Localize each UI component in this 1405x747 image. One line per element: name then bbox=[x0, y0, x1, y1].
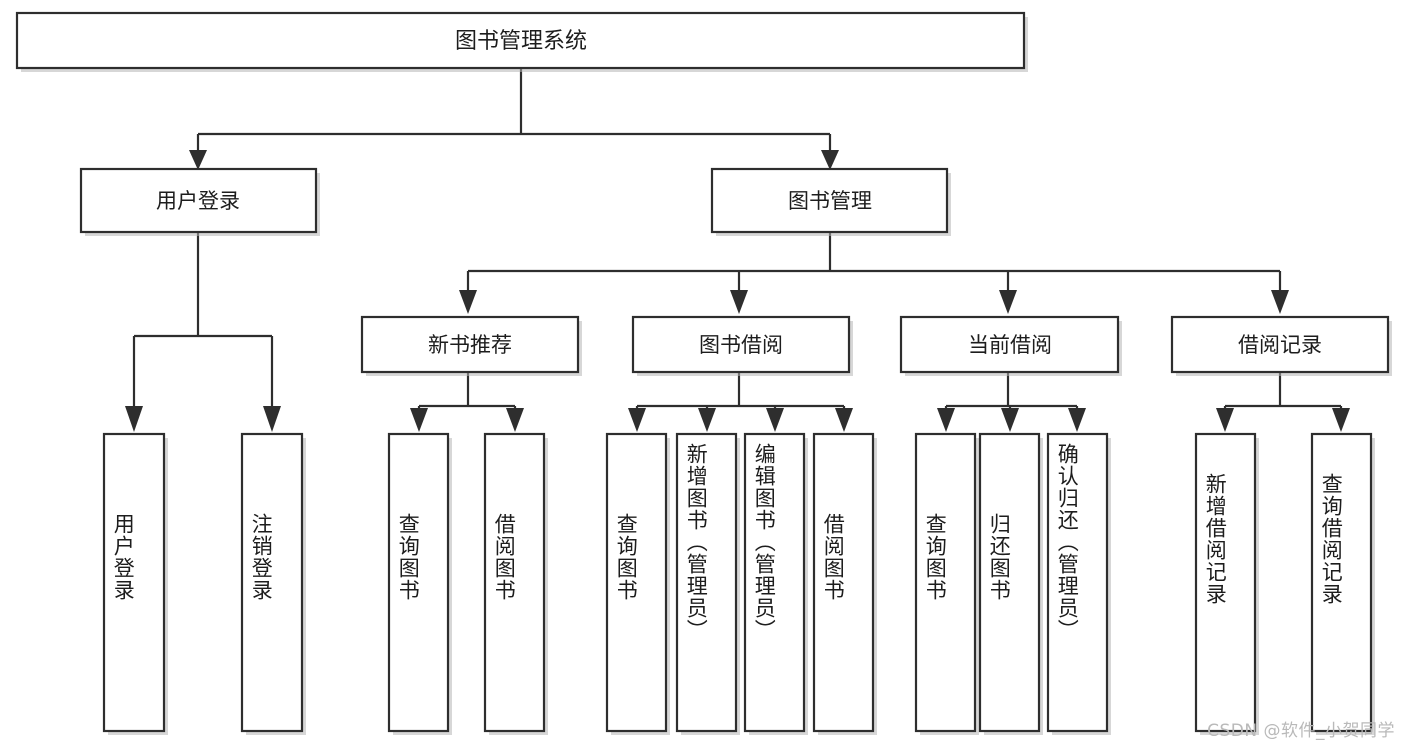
connector-layer bbox=[125, 68, 1350, 432]
arrow-head-leaf-add-book bbox=[698, 408, 716, 432]
node-leaf-borrow-book-2-box[interactable] bbox=[812, 432, 875, 733]
node-new-book-rec-label: 新书推荐 bbox=[428, 333, 512, 357]
node-borrow-record-label: 借阅记录 bbox=[1238, 333, 1322, 357]
node-leaf-return-book-box[interactable] bbox=[978, 432, 1041, 733]
arrow-head-user-login bbox=[189, 150, 207, 170]
node-current-borrow-box[interactable] bbox=[899, 315, 1120, 374]
arrow-head-leaf-borrow-book-1 bbox=[506, 408, 524, 432]
arrow-head-leaf-return-book bbox=[1001, 408, 1019, 432]
csdn-watermark: CSDN @软件_小贺同学 bbox=[1207, 721, 1395, 741]
node-layer: 图书管理系统 用户登录 图书管理 新书推荐 图书借阅 当前借阅 借阅记录 bbox=[15, 11, 1392, 735]
arrow-head-book-borrow bbox=[730, 290, 748, 314]
node-leaf-add-record-box[interactable] bbox=[1194, 432, 1257, 733]
node-root-box[interactable] bbox=[15, 11, 1026, 70]
node-leaf-query-book-3-box[interactable] bbox=[914, 432, 977, 733]
node-leaf-user-login-box[interactable] bbox=[102, 432, 166, 733]
node-leaf-edit-book-box[interactable] bbox=[743, 432, 806, 733]
arrow-head-borrow-record bbox=[1271, 290, 1289, 314]
arrow-head-book-manage bbox=[821, 150, 839, 170]
node-new-book-rec-box[interactable] bbox=[360, 315, 580, 374]
node-leaf-confirm-return-box[interactable] bbox=[1046, 432, 1109, 733]
node-leaf-logout-box[interactable] bbox=[240, 432, 304, 733]
arrow-head-leaf-query-record bbox=[1332, 408, 1350, 432]
arrow-head-leaf-confirm-return bbox=[1068, 408, 1086, 432]
node-book-borrow-label: 图书借阅 bbox=[699, 333, 783, 357]
node-leaf-query-record-box[interactable] bbox=[1310, 432, 1373, 733]
arrow-head-current-borrow bbox=[999, 290, 1017, 314]
node-borrow-record-box[interactable] bbox=[1170, 315, 1390, 374]
node-leaf-query-book-1-box[interactable] bbox=[387, 432, 450, 733]
arrow-head-leaf-add-record bbox=[1216, 408, 1234, 432]
node-user-login-label: 用户登录 bbox=[156, 189, 240, 213]
arrow-head-leaf-edit-book bbox=[766, 408, 784, 432]
arrow-head-leaf-query-book-2 bbox=[628, 408, 646, 432]
arrow-head-leaf-query-book-3 bbox=[937, 408, 955, 432]
arrow-head-new-book-rec bbox=[459, 290, 477, 314]
arrow-head-leaf-query-book-1 bbox=[410, 408, 428, 432]
node-leaf-borrow-book-1-box[interactable] bbox=[483, 432, 546, 733]
node-book-borrow-box[interactable] bbox=[631, 315, 851, 374]
node-leaf-add-book-box[interactable] bbox=[675, 432, 738, 733]
node-book-manage-label: 图书管理 bbox=[788, 189, 872, 213]
node-user-login-box[interactable] bbox=[79, 167, 318, 234]
arrow-head-leaf-user-login bbox=[125, 406, 143, 432]
node-leaf-query-book-2-box[interactable] bbox=[605, 432, 668, 733]
arrow-head-leaf-borrow-book-2 bbox=[835, 408, 853, 432]
node-root-label: 图书管理系统 bbox=[455, 29, 587, 54]
arrow-head-leaf-logout bbox=[263, 406, 281, 432]
node-book-manage-box[interactable] bbox=[710, 167, 949, 234]
node-current-borrow-label: 当前借阅 bbox=[968, 333, 1052, 357]
